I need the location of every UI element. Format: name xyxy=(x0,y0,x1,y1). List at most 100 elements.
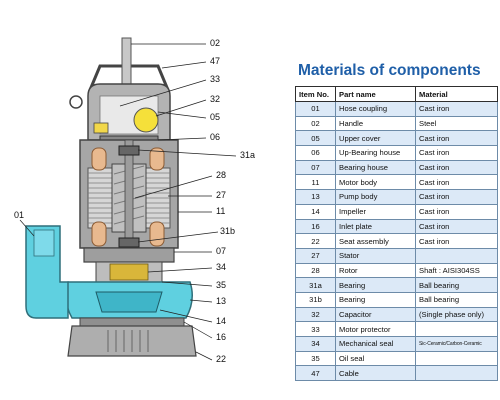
part-name: Cable xyxy=(335,365,416,382)
table-row: 16 Inlet plate Cast iron xyxy=(295,218,498,235)
callout-28: 28 xyxy=(216,170,227,180)
header-material: Material xyxy=(415,86,498,102)
part-name: Upper cover xyxy=(335,130,416,147)
header-part-name: Part name xyxy=(335,86,416,102)
callout-14: 14 xyxy=(216,316,227,326)
item-no: 27 xyxy=(295,247,336,264)
table-row: 01 Hose coupling Cast iron xyxy=(295,101,498,117)
item-no: 01 xyxy=(295,101,336,117)
table-row: 14 Impeller Cast iron xyxy=(295,203,498,220)
callout-02: 02 xyxy=(210,38,221,48)
winding-right-top xyxy=(149,147,165,171)
part-name: Capacitor xyxy=(335,306,416,323)
motor-protector xyxy=(93,122,109,134)
table-row: 07 Bearing house Cast iron xyxy=(295,159,498,176)
part-name: Rotor xyxy=(335,262,416,279)
item-no: 31a xyxy=(295,277,336,293)
item-no: 32 xyxy=(295,306,336,323)
callout-13: 13 xyxy=(216,296,227,306)
materials-table: Item No. Part name Material 01 Hose coup… xyxy=(295,86,498,382)
callout-33: 33 xyxy=(210,74,221,84)
table-title: Materials of components xyxy=(298,62,481,79)
bearing-house xyxy=(83,247,175,263)
part-name: Oil seal xyxy=(335,350,416,367)
item-no: 31b xyxy=(295,291,336,308)
bearing-31b xyxy=(118,237,140,248)
item-no: 34 xyxy=(295,336,336,352)
item-no: 47 xyxy=(295,365,336,382)
callout-47: 47 xyxy=(210,56,221,66)
header-item-no: Item No. xyxy=(295,86,336,102)
material: Cast iron xyxy=(415,203,498,220)
callout-16: 16 xyxy=(216,332,227,342)
material: Cast iron xyxy=(415,159,498,176)
gauge-icon xyxy=(69,95,83,109)
table-row: 35 Oil seal xyxy=(295,350,498,367)
material xyxy=(415,247,498,264)
table-header-row: Item No. Part name Material xyxy=(295,86,498,102)
bearing-31a xyxy=(118,145,140,156)
table-row: 27 Stator xyxy=(295,247,498,264)
part-name: Seat assembly xyxy=(335,233,416,249)
winding-left-top xyxy=(91,147,107,171)
winding-right-bottom xyxy=(149,221,165,247)
material: Ball bearing xyxy=(415,291,498,308)
part-name: Mechanical seal xyxy=(335,336,416,352)
material xyxy=(415,365,498,382)
winding-left-bottom xyxy=(91,221,107,247)
material xyxy=(415,350,498,367)
inlet-plate xyxy=(79,317,185,327)
part-name: Handle xyxy=(335,115,416,132)
item-no: 22 xyxy=(295,233,336,249)
part-name: Stator xyxy=(335,247,416,264)
material xyxy=(415,321,498,337)
impeller xyxy=(95,291,163,313)
callout-05: 05 xyxy=(210,112,221,122)
item-no: 11 xyxy=(295,174,336,191)
callout-32: 32 xyxy=(210,94,221,104)
part-name: Hose coupling xyxy=(335,101,416,117)
part-name: Bearing house xyxy=(335,159,416,176)
item-no: 07 xyxy=(295,159,336,176)
item-no: 28 xyxy=(295,262,336,279)
material: Ball bearing xyxy=(415,277,498,293)
callout-01: 01 xyxy=(14,210,25,220)
part-name: Motor protector xyxy=(335,321,416,337)
material: Cast iron xyxy=(415,174,498,191)
callout-27: 27 xyxy=(216,190,227,200)
table-row: 47 Cable xyxy=(295,365,498,382)
table-row: 11 Motor body Cast iron xyxy=(295,174,498,191)
item-no: 14 xyxy=(295,203,336,220)
part-name: Inlet plate xyxy=(335,218,416,235)
material: Cast iron xyxy=(415,145,498,161)
callout-35: 35 xyxy=(216,280,227,290)
material: Cast iron xyxy=(415,233,498,249)
capacitor xyxy=(133,107,159,133)
table-row: 31a Bearing Ball bearing xyxy=(295,277,498,293)
material: (Single phase only) xyxy=(415,306,498,323)
table-row: 28 Rotor Shaft : AISI304SS xyxy=(295,262,498,279)
callout-11: 11 xyxy=(216,206,226,216)
part-name: Motor body xyxy=(335,174,416,191)
table-row: 33 Motor protector xyxy=(295,321,498,337)
item-no: 05 xyxy=(295,130,336,147)
material: Steel xyxy=(415,115,498,132)
material: Cast iron xyxy=(415,130,498,147)
pump-cross-section-diagram xyxy=(19,37,237,361)
material: Shaft : AISI304SS xyxy=(415,262,498,279)
callout-31b: 31b xyxy=(220,226,236,236)
part-name: Bearing xyxy=(335,291,416,308)
callout-22: 22 xyxy=(216,354,227,364)
callout-06: 06 xyxy=(210,132,221,142)
material: Cast iron xyxy=(415,101,498,117)
material: Cast iron xyxy=(415,218,498,235)
callout-34: 34 xyxy=(216,262,227,272)
item-no: 33 xyxy=(295,321,336,337)
item-no: 06 xyxy=(295,145,336,161)
table-row: 22 Seat assembly Cast iron xyxy=(295,233,498,249)
table-row: 34 Mechanical seal Sic-Ceramic/Carbon-Ce… xyxy=(295,336,498,352)
part-name: Bearing xyxy=(335,277,416,293)
item-no: 35 xyxy=(295,350,336,367)
item-no: 02 xyxy=(295,115,336,132)
item-no: 16 xyxy=(295,218,336,235)
